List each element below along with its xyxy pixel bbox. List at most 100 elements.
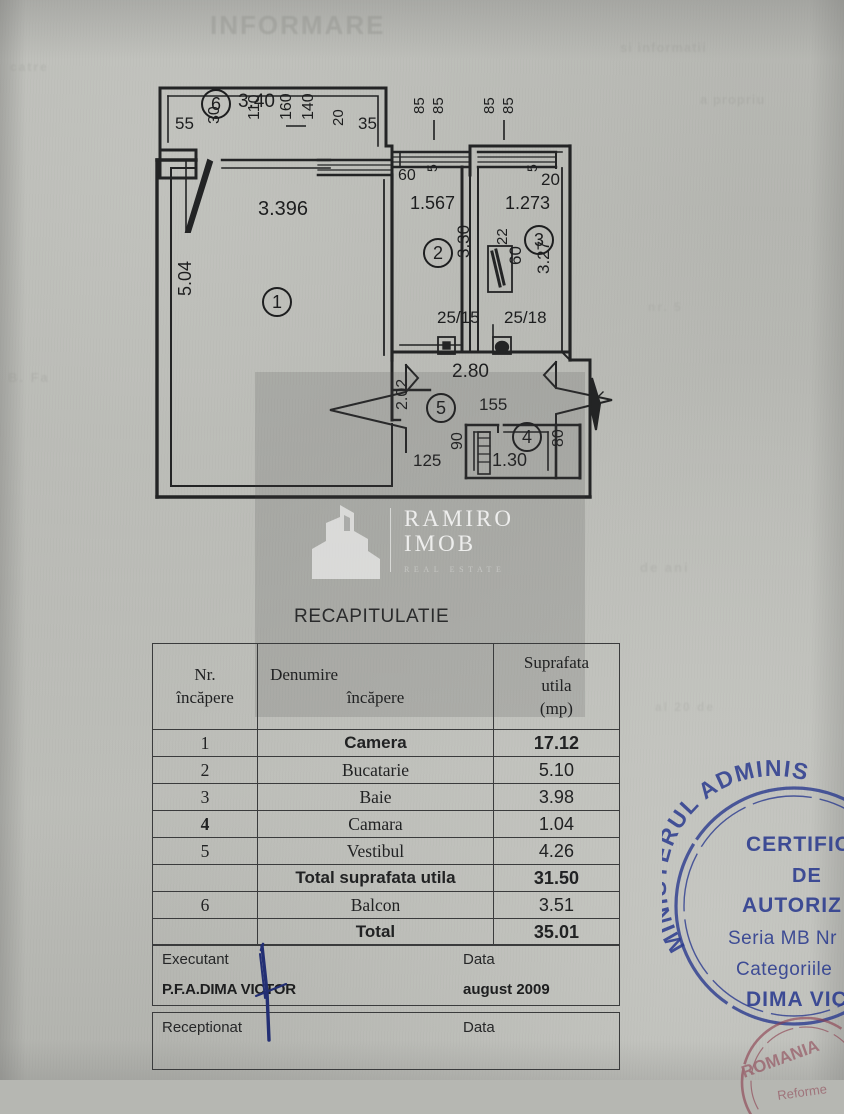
plan-dimension-label: 20 bbox=[330, 109, 347, 126]
room-marker-number: 4 bbox=[522, 427, 532, 447]
header-sup-line1: Suprafata bbox=[523, 653, 590, 672]
header-sup-line3: (mp) bbox=[539, 699, 573, 718]
cell-suprafata: 35.01 bbox=[492, 918, 621, 946]
header-den-line2: încăpere bbox=[346, 687, 405, 707]
plan-dimension-label: 2.80 bbox=[452, 361, 489, 382]
cell-suprafata: 1.04 bbox=[492, 810, 621, 838]
header-nr-line2: încăpere bbox=[176, 687, 234, 707]
cell-nr: 5 bbox=[151, 837, 259, 865]
room-marker-number: 2 bbox=[433, 243, 443, 263]
header-nr-line1: Nr. bbox=[194, 664, 216, 684]
executant-label: Executant bbox=[162, 951, 229, 968]
plan-dimension-label: 25/18 bbox=[504, 308, 547, 327]
cell-suprafata: 5.10 bbox=[492, 756, 621, 784]
cell-denumire: Total bbox=[257, 918, 494, 946]
cell-suprafata: 3.98 bbox=[492, 783, 621, 811]
plan-dimension-label: 85 bbox=[481, 97, 498, 114]
plan-dimension-label: 85 bbox=[500, 97, 517, 114]
recapitulatie-table: Nr. încăpere Denumire încăpere Suprafata… bbox=[151, 643, 621, 946]
header-sup-line2: utila bbox=[541, 676, 572, 695]
cell-suprafata: 31.50 bbox=[492, 864, 621, 892]
plan-dimension-label: 85 bbox=[411, 97, 428, 114]
plan-dimension-label: 60 bbox=[506, 246, 525, 265]
room-marker-circle bbox=[262, 287, 292, 317]
table-header-row: Nr. încăpere Denumire încăpere Suprafata… bbox=[151, 643, 621, 730]
signature-block: Executant P.F.A.DIMA VICTOR Data august … bbox=[152, 944, 620, 1070]
cell-denumire: Vestibul bbox=[257, 837, 494, 865]
room-marker-number: 5 bbox=[436, 398, 446, 418]
cell-nr: 1 bbox=[151, 729, 259, 757]
plan-dimension-label: 80 bbox=[550, 429, 567, 447]
cell-nr bbox=[151, 918, 259, 946]
plan-dimension-label: 5 bbox=[424, 164, 440, 172]
plan-dimension-label: 160 bbox=[278, 93, 295, 120]
plan-dimension-label: 85 bbox=[430, 97, 447, 114]
plan-dimension-label: 5 bbox=[524, 164, 540, 172]
cell-nr: 6 bbox=[151, 891, 259, 919]
plan-dimension-label: 3.30 bbox=[454, 225, 473, 258]
header-suprafata: Suprafata utila (mp) bbox=[492, 643, 621, 730]
cell-nr: 3 bbox=[151, 783, 259, 811]
plan-dimension-label: 90 bbox=[449, 432, 466, 450]
data-label: Data bbox=[463, 951, 495, 968]
plan-dimension-label: 3.396 bbox=[258, 198, 308, 220]
plan-dimension-label: 1.567 bbox=[410, 193, 455, 213]
plan-dimension-label: 125 bbox=[413, 451, 441, 470]
receptionat-row: Receptionat Data bbox=[152, 1012, 620, 1070]
plan-dimension-label: 5.04 bbox=[175, 261, 195, 296]
room-marker-circle bbox=[524, 225, 554, 255]
plan-dimension-label: 25/15 bbox=[437, 308, 480, 327]
receptionat-data-label: Data bbox=[463, 1019, 495, 1036]
plan-dimension-label: 30 bbox=[206, 106, 223, 124]
svg-text:Reforme: Reforme bbox=[776, 1081, 827, 1103]
cell-denumire: Bucatarie bbox=[257, 756, 494, 784]
cell-denumire: Camara bbox=[257, 810, 494, 838]
room-marker-circle bbox=[201, 89, 231, 119]
cell-nr: 4 bbox=[151, 810, 259, 838]
executant-value: P.F.A.DIMA VICTOR bbox=[162, 981, 296, 998]
plan-dimension-label: 140 bbox=[300, 93, 317, 120]
cell-suprafata: 17.12 bbox=[492, 729, 621, 757]
plan-dimension-label: 1.273 bbox=[505, 193, 550, 213]
cell-denumire: Camera bbox=[257, 729, 494, 757]
plan-dimension-label: 155 bbox=[479, 395, 507, 414]
header-den-line1: Denumire bbox=[270, 664, 339, 684]
plan-dimension-label: 3.40 bbox=[238, 91, 275, 112]
room-marker-number: 1 bbox=[272, 292, 282, 312]
plan-dimension-label: 110 bbox=[246, 94, 263, 120]
cell-nr: 2 bbox=[151, 756, 259, 784]
room-marker-circle bbox=[423, 238, 453, 268]
room-marker-circle bbox=[512, 422, 542, 452]
plan-dimension-label: 60 bbox=[398, 167, 416, 184]
receptionat-label: Receptionat bbox=[162, 1019, 243, 1036]
plan-dimension-label: 55 bbox=[175, 114, 194, 133]
room-marker-number: 6 bbox=[211, 94, 221, 114]
header-nr: Nr. încăpere bbox=[151, 643, 259, 730]
executant-row: Executant P.F.A.DIMA VICTOR Data august … bbox=[152, 944, 620, 1006]
cell-suprafata: 4.26 bbox=[492, 837, 621, 865]
plan-dimension-label: 2.02 bbox=[394, 379, 411, 410]
cell-denumire: Total suprafata utila bbox=[257, 864, 494, 892]
header-denumire: Denumire încăpere bbox=[257, 643, 494, 730]
plan-dimension-label: 22 bbox=[494, 228, 511, 245]
cell-denumire: Balcon bbox=[257, 891, 494, 919]
cell-denumire: Baie bbox=[257, 783, 494, 811]
cell-suprafata: 3.51 bbox=[492, 891, 621, 919]
plan-dimension-label: 20 bbox=[541, 170, 560, 189]
data-value: august 2009 bbox=[463, 981, 550, 998]
plan-dimension-label: 35 bbox=[358, 114, 377, 133]
cell-nr bbox=[151, 864, 259, 892]
page-title: RECAPITULATIE bbox=[294, 606, 450, 627]
room-marker-number: 3 bbox=[534, 230, 544, 250]
room-marker-circle bbox=[426, 393, 456, 423]
plan-dimension-label: 1.30 bbox=[492, 450, 527, 470]
